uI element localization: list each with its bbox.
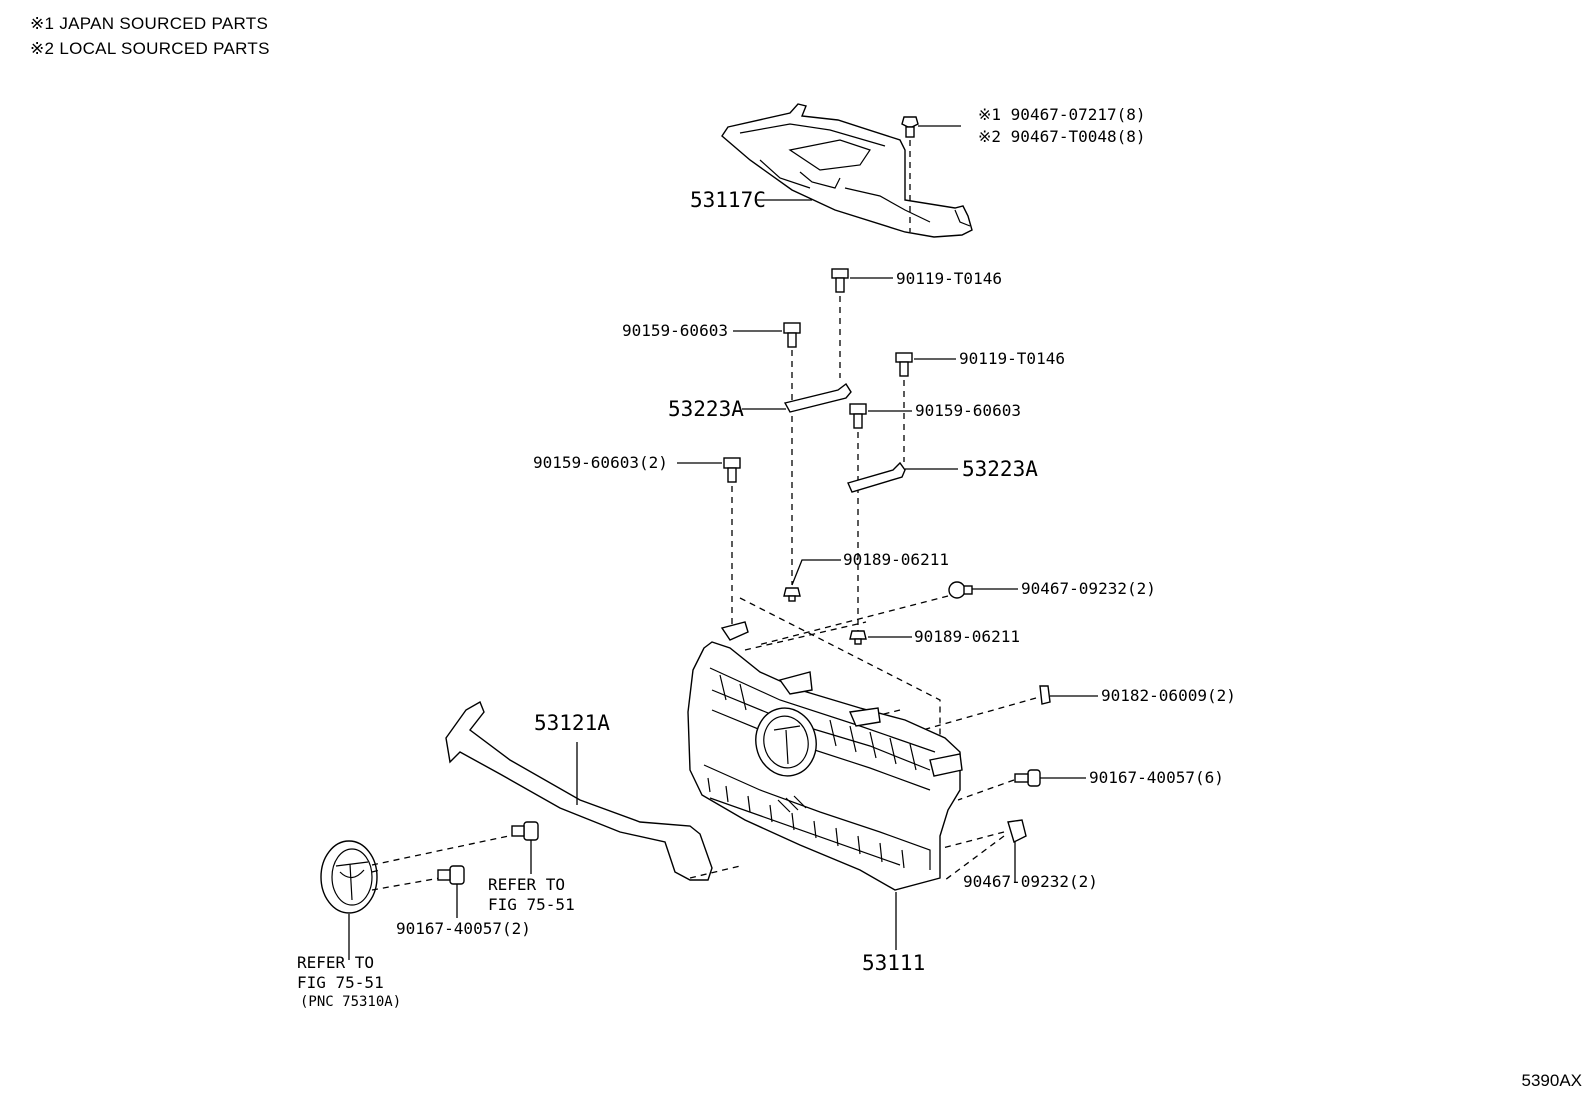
screw-icon[interactable] (723, 457, 741, 483)
label-brace-left: 53223A (668, 397, 744, 421)
clip-icon[interactable] (948, 581, 973, 599)
label-clip-2: 90467-09232(2) (963, 872, 1098, 891)
bracket-part[interactable] (783, 382, 852, 413)
clip-icon[interactable] (901, 116, 919, 138)
label-brace-right: 53223A (962, 457, 1038, 481)
label-screw-mid: 90159-60603 (915, 401, 1021, 420)
label-moulding: 53121A (534, 711, 610, 735)
label-refer-2-pnc: (PNC 75310A) (300, 994, 402, 1010)
dash-moulding (689, 865, 741, 879)
dash-emblem-1 (371, 833, 519, 866)
label-refer-1-line2: FIG 75-51 (488, 895, 575, 914)
label-refer-1-line1: REFER TO (488, 875, 566, 894)
leader-nut-1 (791, 559, 841, 586)
dash-emblem-2 (371, 877, 441, 891)
screw-icon[interactable] (783, 322, 801, 348)
bolt-icon[interactable] (895, 352, 913, 377)
screw-icon[interactable] (1014, 769, 1041, 787)
label-clip-1: 90467-09232(2) (1021, 579, 1156, 598)
label-screw-left-1: 90159-60603 (622, 321, 728, 340)
label-screw-left-2: 90159-60603(2) (533, 453, 668, 472)
label-nut-1: 90189-06211 (843, 550, 949, 569)
dash-emblem-3 (371, 869, 381, 873)
note-japan-sourced: ※1 JAPAN SOURCED PARTS (30, 14, 269, 33)
label-bolt-top-1: 90119-T0146 (896, 269, 1002, 288)
nut-icon[interactable] (783, 587, 801, 602)
moulding-part[interactable] (445, 700, 713, 881)
screw-icon[interactable] (511, 821, 539, 841)
nut-icon[interactable] (1039, 685, 1051, 705)
label-nut-side: 90182-06009(2) (1101, 686, 1236, 705)
label-grille: 53111 (862, 951, 926, 975)
screw-icon[interactable] (437, 865, 465, 885)
radiator-grille-part[interactable] (687, 597, 963, 891)
label-bolt-top-2: 90119-T0146 (959, 349, 1065, 368)
dash-clip-2-a (934, 831, 1005, 851)
label-clip-japan: ※1 90467-07217(8) (978, 105, 1146, 124)
label-nut-2: 90189-06211 (914, 627, 1020, 646)
label-refer-2-line1: REFER TO (297, 953, 375, 972)
label-screw-emblem: 90167-40057(2) (396, 919, 531, 938)
emblem-part[interactable] (320, 840, 378, 914)
bracket-part[interactable] (847, 461, 906, 493)
note-local-sourced: ※2 LOCAL SOURCED PARTS (30, 39, 270, 58)
label-refer-2-line2: FIG 75-51 (297, 973, 384, 992)
screw-icon[interactable] (849, 403, 867, 429)
dash-clip-2-b (944, 835, 1005, 881)
bolt-icon[interactable] (831, 268, 849, 293)
dash-screw-side (957, 779, 1015, 801)
clip-icon[interactable] (1007, 819, 1027, 843)
radiator-cover-part[interactable] (721, 103, 973, 238)
figure-id: 5390AX (1521, 1071, 1583, 1090)
nut-icon[interactable] (849, 630, 867, 645)
label-cover: 53117C (690, 188, 766, 212)
label-clip-local: ※2 90467-T0048(8) (978, 127, 1146, 146)
label-screw-side: 90167-40057(6) (1089, 768, 1224, 787)
